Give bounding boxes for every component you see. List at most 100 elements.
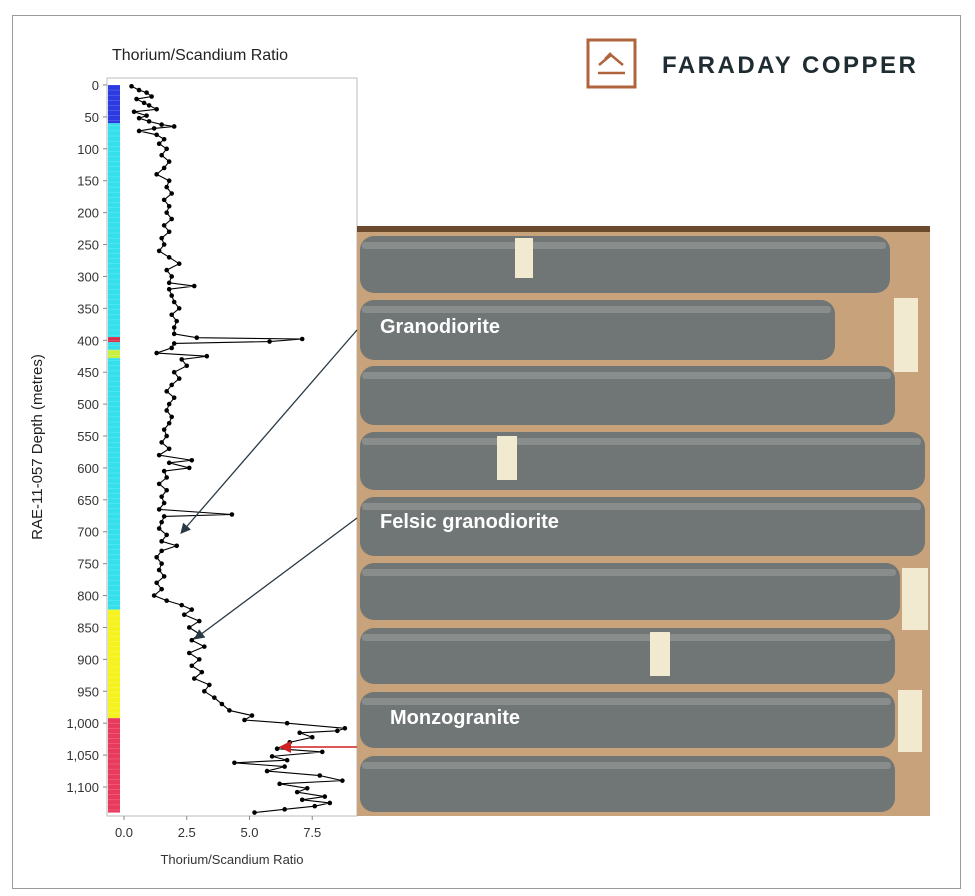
- data-point: [232, 760, 237, 766]
- data-point: [219, 701, 225, 707]
- data-point: [197, 618, 202, 624]
- data-point: [156, 452, 162, 458]
- data-point: [174, 543, 180, 549]
- data-point: [169, 414, 174, 420]
- x-tick-label: 7.5: [303, 825, 321, 840]
- data-point: [159, 152, 164, 158]
- data-point: [166, 280, 172, 286]
- data-point: [184, 363, 190, 369]
- lithology-strip: [108, 84, 120, 813]
- data-point: [176, 306, 182, 311]
- data-point: [151, 126, 157, 131]
- y-tick-label: 850: [77, 620, 99, 635]
- data-point: [267, 339, 272, 344]
- drill-core-photo: [357, 226, 930, 816]
- data-point: [161, 514, 167, 519]
- data-point: [169, 216, 174, 222]
- granodiorite-pointer-arrow: [180, 329, 358, 534]
- y-tick-label: 150: [77, 174, 99, 189]
- lithology-interval: [108, 123, 120, 338]
- core-tag: [898, 690, 922, 752]
- data-point: [319, 749, 325, 755]
- data-point: [141, 100, 147, 106]
- core-tag: [902, 568, 928, 630]
- label-felsic-granodiorite: Felsic granodiorite: [380, 511, 559, 533]
- data-point: [164, 210, 169, 215]
- data-point: [144, 90, 149, 95]
- y-tick-label: 0: [92, 78, 99, 93]
- data-point: [164, 487, 169, 493]
- data-point: [282, 764, 287, 769]
- core-sample: [360, 628, 895, 684]
- series: [129, 83, 348, 815]
- data-point: [176, 376, 182, 381]
- lithology-interval: [108, 609, 120, 719]
- data-point: [322, 794, 328, 799]
- data-point: [304, 785, 310, 791]
- data-point: [309, 734, 315, 740]
- data-point: [146, 103, 152, 108]
- lithology-interval: [108, 358, 120, 610]
- data-point: [144, 113, 149, 118]
- data-point: [159, 548, 164, 554]
- data-point: [284, 757, 290, 763]
- data-point: [134, 96, 139, 102]
- data-point: [274, 746, 280, 752]
- data-point: [164, 598, 169, 603]
- logo-text: FARADAY COPPER: [662, 52, 918, 79]
- data-point: [176, 261, 182, 266]
- data-point: [154, 172, 159, 177]
- data-point: [197, 657, 202, 662]
- y-tick-label: 100: [77, 142, 99, 157]
- data-point: [202, 644, 207, 649]
- data-point: [202, 688, 207, 694]
- data-point: [166, 229, 172, 235]
- y-tick-label: 250: [77, 238, 99, 253]
- data-point: [204, 353, 210, 359]
- data-point: [159, 519, 164, 525]
- core-tag: [497, 436, 517, 480]
- x-tick-label: 2.5: [178, 825, 196, 840]
- data-point: [186, 650, 192, 656]
- data-point: [299, 336, 305, 342]
- data-point: [156, 248, 162, 254]
- data-point: [136, 87, 142, 93]
- data-point: [166, 420, 172, 426]
- data-point: [207, 682, 212, 688]
- lithology-interval: [108, 337, 120, 343]
- felsic-granodiorite-pointer-arrow: [193, 517, 358, 640]
- label-monzogranite: Monzogranite: [390, 707, 520, 729]
- data-point: [156, 507, 162, 512]
- core-sample: [360, 300, 835, 360]
- data-point: [186, 625, 192, 630]
- y-tick-label: 900: [77, 652, 99, 667]
- data-point: [161, 500, 167, 506]
- x-tick-label: 5.0: [240, 825, 258, 840]
- data-point: [191, 283, 197, 289]
- data-point: [161, 242, 167, 247]
- y-tick-label: 800: [77, 589, 99, 604]
- data-point: [249, 713, 255, 718]
- faraday-copper-logo: FARADAY COPPER: [586, 38, 918, 89]
- core-sample: [360, 497, 925, 556]
- core-tag: [894, 298, 918, 372]
- x-tick-label: 0.0: [115, 825, 133, 840]
- data-point: [191, 676, 197, 681]
- data-point: [252, 810, 257, 815]
- data-point: [161, 574, 167, 579]
- data-point: [194, 335, 200, 341]
- data-point: [156, 141, 162, 147]
- core-tag: [650, 632, 670, 676]
- x-ticks: 0.0 2.5 5.0 7.5: [115, 816, 321, 840]
- data-point: [161, 136, 167, 142]
- data-point: [166, 178, 172, 184]
- data-point: [154, 580, 159, 586]
- y-tick-label: 300: [77, 269, 99, 284]
- data-point: [212, 695, 217, 700]
- data-point: [154, 132, 159, 138]
- data-point: [169, 312, 174, 318]
- core-sample: [360, 692, 895, 748]
- data-point: [169, 345, 174, 351]
- data-point: [129, 83, 134, 89]
- data-point: [164, 146, 169, 152]
